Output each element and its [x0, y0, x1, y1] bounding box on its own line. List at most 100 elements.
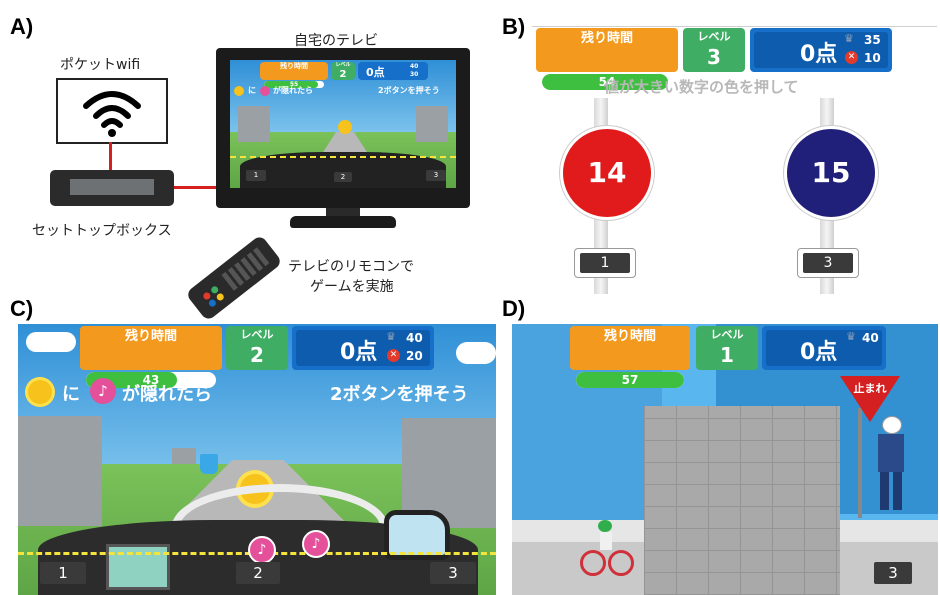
b-button-left[interactable]: 1: [580, 253, 630, 273]
tv-hud-time-title: 残り時間: [280, 62, 308, 70]
crown-icon: ♛: [386, 330, 396, 343]
d-hud-score-value: 0点: [800, 340, 838, 365]
c-hud-score: 0点 ♛ 40 ✕ 20: [292, 326, 434, 370]
c-mirror: [384, 510, 450, 560]
c-hud-score-value: 0点: [340, 340, 378, 365]
c-building-left: [18, 416, 102, 526]
d-button-3[interactable]: 3: [874, 562, 912, 584]
c-scene: ♪ ♪ 1 2 3 残り時間 43 レベル 2 0点 ♛ 40 ✕ 20 に ♪…: [18, 324, 496, 595]
set-top-box-label: セットトップボックス: [32, 223, 172, 239]
c-cloud-left: [26, 332, 76, 352]
c-building-right: [402, 418, 496, 528]
c-bucket: [200, 454, 218, 474]
b-sign-left[interactable]: 14: [560, 126, 654, 220]
c-instruction-mid: が隠れたら: [122, 384, 212, 405]
remote-keypad: [221, 246, 271, 291]
tv-dashed-line: [230, 156, 456, 158]
panel-b-label: B): [502, 14, 526, 39]
b-instruction: 値が大きい数字の色を押して: [604, 78, 799, 96]
b-button-right-frame: 3: [797, 248, 859, 278]
panel-b-top-rule: [532, 26, 937, 27]
b-sign-right[interactable]: 15: [784, 126, 878, 220]
tv-dashboard: [240, 152, 446, 188]
c-instruction-left: に: [62, 384, 80, 405]
c-hud-time-title: 残り時間: [124, 329, 177, 344]
crown-icon: ♛: [846, 330, 856, 343]
d-hud-time-bar: 57: [576, 372, 684, 388]
b-hud-best: 35: [864, 33, 881, 47]
c-button-3[interactable]: 3: [430, 562, 476, 584]
b-hud-time-title: 残り時間: [580, 31, 633, 46]
c-note-icon: ♪: [90, 378, 116, 404]
tv-instruction-right: 2ボタンを押そう: [378, 86, 440, 95]
tv-button-2: 2: [334, 172, 352, 182]
tv-instruction-left: に: [248, 86, 256, 95]
b-hud-miss: 10: [864, 51, 881, 65]
b-hud-score-value: 0点: [800, 42, 838, 67]
tv-button-1: 1: [246, 170, 266, 181]
tv-hud-best: 40: [410, 63, 419, 70]
tv-screen: 残り時間 55 レベル 2 0点 40 30 に が隠れたら 2ボタンを押そう …: [230, 60, 456, 188]
d-hud-time-title: 残り時間: [603, 329, 656, 344]
b-hud-time: 残り時間 54: [536, 28, 678, 90]
b-button-left-frame: 1: [574, 248, 636, 278]
wifi-icon: [83, 91, 141, 137]
d-stop-sign: [840, 376, 900, 422]
tv-hud-time: 残り時間 55: [260, 62, 328, 88]
c-note-object-2: ♪: [302, 530, 330, 558]
tv-hud-time-bar: 55: [264, 81, 324, 88]
d-hud-time: 残り時間 57: [570, 326, 690, 388]
b-hud-level: レベル 3: [683, 28, 745, 72]
miss-icon: ✕: [845, 51, 858, 64]
wifi-cable: [109, 142, 112, 170]
c-instruction-right: 2ボタンを押そう: [330, 384, 469, 405]
b-sign-right-value: 15: [811, 156, 851, 189]
c-hud-best: 40: [406, 331, 423, 345]
c-hud-time-value: 43: [142, 373, 160, 387]
b-hud-time-value: 54: [598, 75, 616, 89]
c-hud-time-bar: 43: [86, 372, 216, 388]
tv-hud-level: レベル 2: [331, 62, 355, 80]
tv-stand-base: [290, 216, 396, 228]
b-hud-time-bar: 54: [542, 74, 672, 90]
c-hud-level-value: 2: [250, 343, 264, 367]
d-hud-level-label: レベル: [710, 328, 744, 341]
c-button-2[interactable]: 2: [236, 562, 280, 584]
d-guard-figure: [876, 416, 906, 512]
tv-sun-object: [338, 120, 352, 134]
d-hud-level: レベル 1: [696, 326, 758, 370]
b-hud-score: 0点 ♛ 35 ✕ 10: [750, 28, 892, 72]
tv-hud-level-value: 2: [339, 69, 347, 80]
c-hud-level-label: レベル: [240, 328, 274, 341]
c-cloud-right: [456, 342, 496, 364]
panel-d-label: D): [502, 296, 526, 321]
remote-label-line1: テレビのリモコンで: [288, 259, 414, 275]
d-scene: 止まれ 3 残り時間 57 レベル 1 0点 ♛ 40: [512, 324, 938, 595]
tv-hud-score-value: 0点: [366, 66, 385, 79]
c-note-object-1: ♪: [248, 536, 276, 564]
panel-a-label: A): [10, 14, 34, 39]
remote-label-line2: ゲームを実施: [310, 279, 394, 295]
d-sign-pole: [858, 408, 862, 518]
tv-sun-icon: [234, 86, 244, 96]
tv-hud-miss: 30: [410, 71, 419, 78]
d-hud-score: 0点 ♛ 40: [762, 326, 886, 370]
d-wall: [644, 406, 840, 595]
c-button-1[interactable]: 1: [40, 562, 86, 584]
tv-remote: [185, 234, 283, 322]
set-top-box: [50, 170, 174, 206]
d-hud-best: 40: [862, 331, 879, 345]
tv-instruction-mid: が隠れたら: [273, 86, 313, 95]
b-button-right[interactable]: 3: [803, 253, 853, 273]
panel-c-label: C): [10, 296, 34, 321]
pocket-wifi-label: ポケットwifi: [60, 57, 141, 73]
tv-hud-level-label: レベル: [335, 62, 351, 68]
tv: 残り時間 55 レベル 2 0点 40 30 に が隠れたら 2ボタンを押そう …: [216, 48, 470, 208]
b-hud-level-value: 3: [707, 45, 721, 69]
tv-building-left: [238, 106, 270, 142]
c-screen: [106, 544, 170, 590]
tv-label: 自宅のテレビ: [294, 33, 378, 49]
c-sun-icon: [28, 380, 52, 404]
tv-note-icon: [260, 86, 270, 96]
set-top-box-display: [70, 179, 154, 195]
